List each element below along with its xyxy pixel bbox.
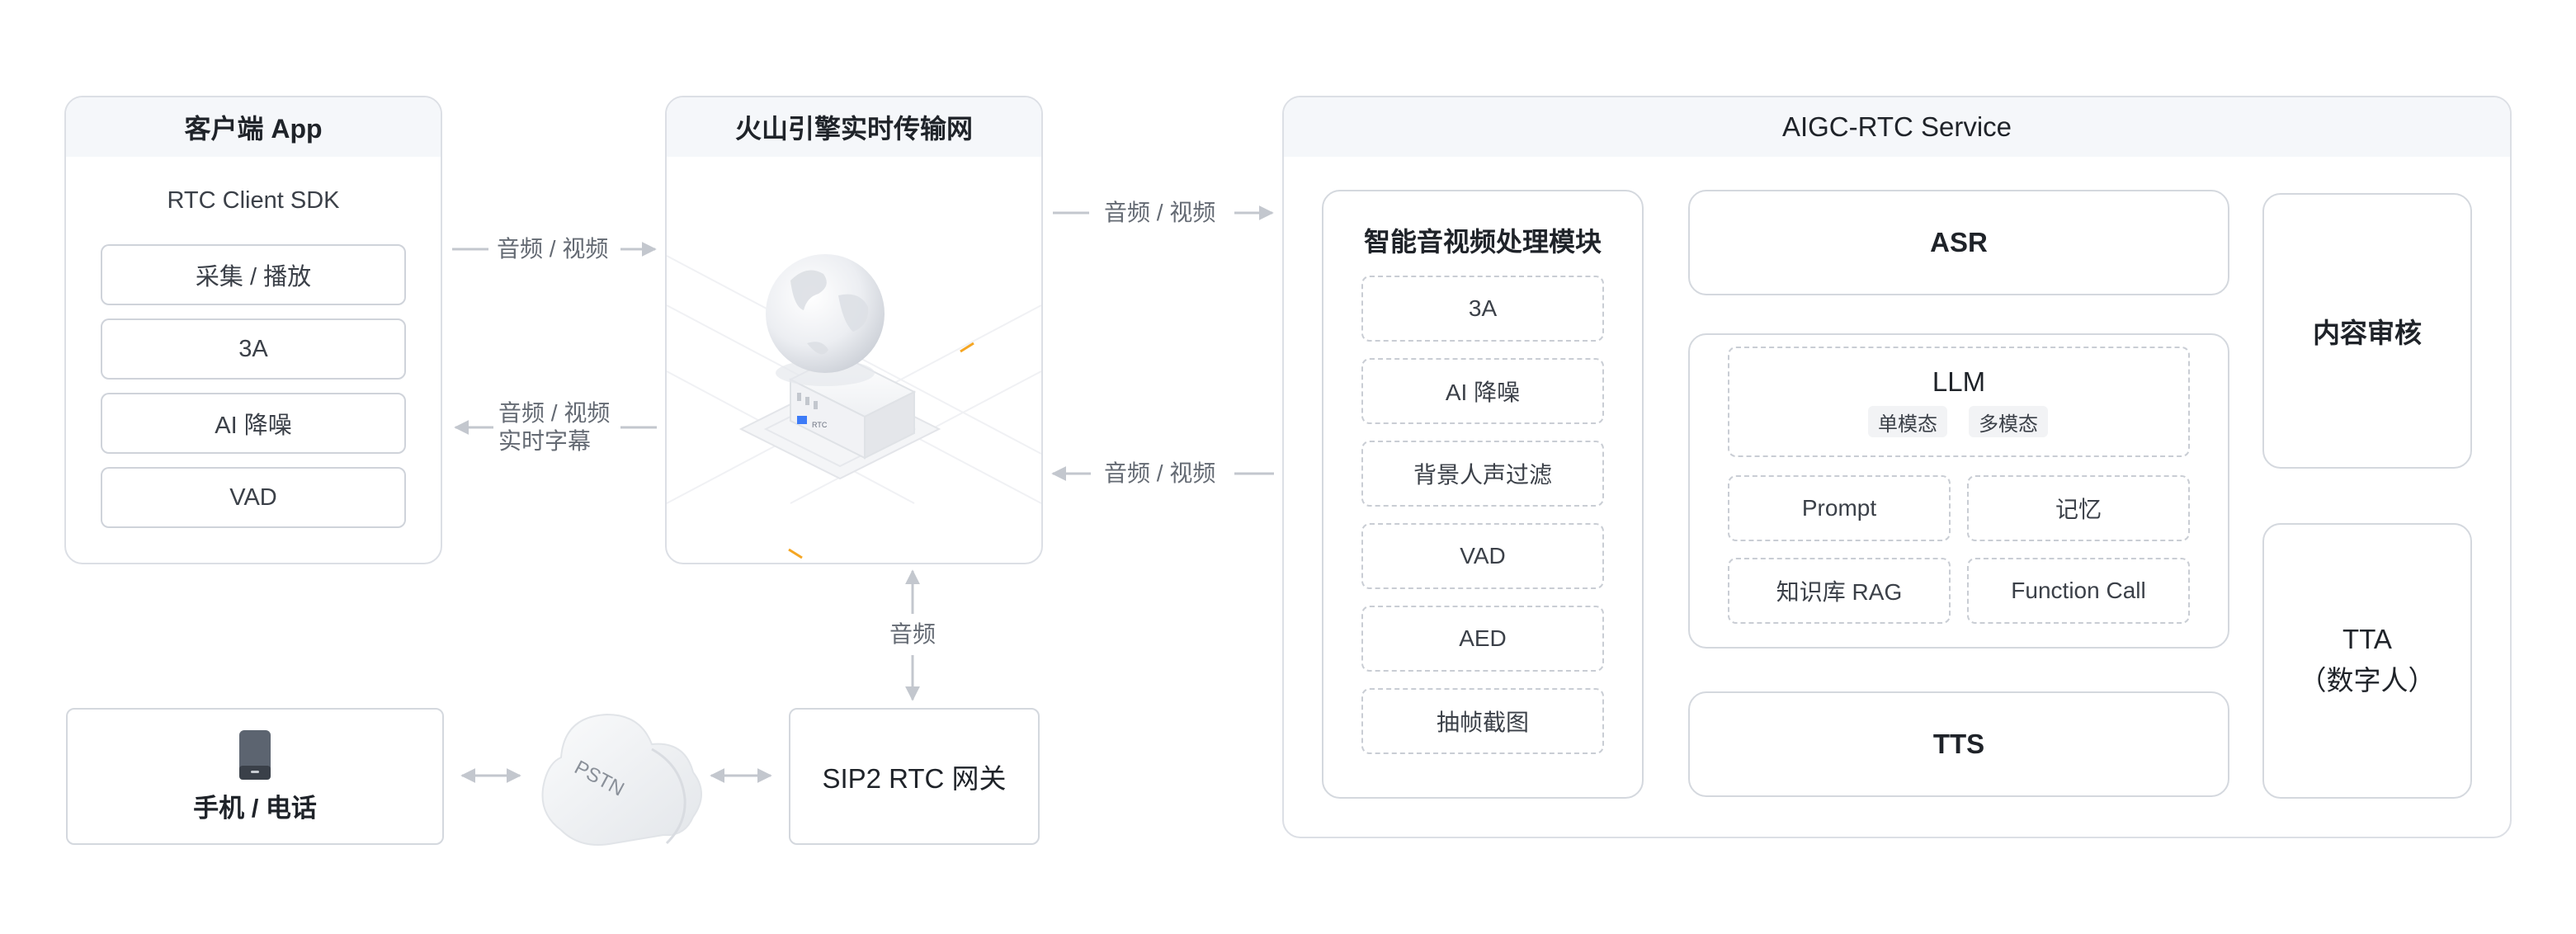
processing-item-vad: VAD: [1361, 523, 1604, 589]
globe-server-illustration: RTC: [667, 254, 1041, 559]
processing-item-bg-voice-filter: 背景人声过滤: [1361, 441, 1604, 507]
tta-title: TTA: [2342, 624, 2392, 654]
flow-network-to-aigc-label: 音频 / 视频: [1104, 199, 1216, 227]
rtc-network-panel: 火山引擎实时传输网: [665, 96, 1043, 564]
flow-network-to-client-label-2: 实时字幕: [498, 427, 592, 455]
llm-title: LLM: [1932, 366, 1986, 397]
llm-tag-single-modal: 单模态: [1868, 406, 1947, 437]
server-rtc-label: RTC: [812, 421, 828, 429]
processing-item-ai-denoise: AI 降噪: [1361, 358, 1604, 424]
asr-box: ASR: [1688, 190, 2229, 295]
tta-digital-human-box: TTA （数字人）: [2262, 523, 2472, 799]
llm-item-prompt: Prompt: [1728, 475, 1951, 541]
client-app-title: 客户端 App: [66, 97, 441, 157]
tts-box: TTS: [1688, 691, 2229, 797]
processing-item-3a: 3A: [1361, 276, 1604, 342]
llm-item-function-call: Function Call: [1967, 558, 2190, 624]
client-item-capture-play: 采集 / 播放: [101, 244, 406, 305]
phone-box: 手机 / 电话: [66, 708, 444, 845]
content-moderation-box: 内容审核: [2262, 193, 2472, 469]
rtc-network-title: 火山引擎实时传输网: [667, 97, 1041, 157]
sip-rtc-gateway-box: SIP2 RTC 网关: [789, 708, 1040, 845]
llm-tag-multi-modal: 多模态: [1969, 406, 2048, 437]
phone-label: 手机 / 电话: [193, 793, 317, 823]
tta-subtitle: （数字人）: [2299, 665, 2436, 696]
av-processing-title: 智能音视频处理模块: [1363, 227, 1602, 257]
llm-model-box: [1728, 347, 2190, 457]
processing-item-frame-capture: 抽帧截图: [1361, 688, 1604, 754]
aigc-rtc-service-title: AIGC-RTC Service: [1284, 97, 2510, 157]
flow-network-gateway-label: 音频: [889, 620, 937, 649]
flow-client-to-network-label: 音频 / 视频: [497, 235, 609, 263]
mobile-phone-icon: [239, 729, 271, 780]
flow-aigc-to-network-label: 音频 / 视频: [1104, 460, 1216, 488]
pstn-cloud-icon: [541, 713, 702, 846]
client-item-vad: VAD: [101, 467, 406, 528]
processing-item-aed: AED: [1361, 606, 1604, 672]
client-item-ai-denoise: AI 降噪: [101, 393, 406, 454]
llm-item-rag: 知识库 RAG: [1728, 558, 1951, 624]
rtc-logo-icon: [797, 416, 807, 424]
client-item-3a: 3A: [101, 318, 406, 380]
client-sdk-label: RTC Client SDK: [167, 187, 340, 214]
llm-item-memory: 记忆: [1967, 475, 2190, 541]
flow-network-to-client-label-1: 音频 / 视频: [498, 399, 611, 427]
